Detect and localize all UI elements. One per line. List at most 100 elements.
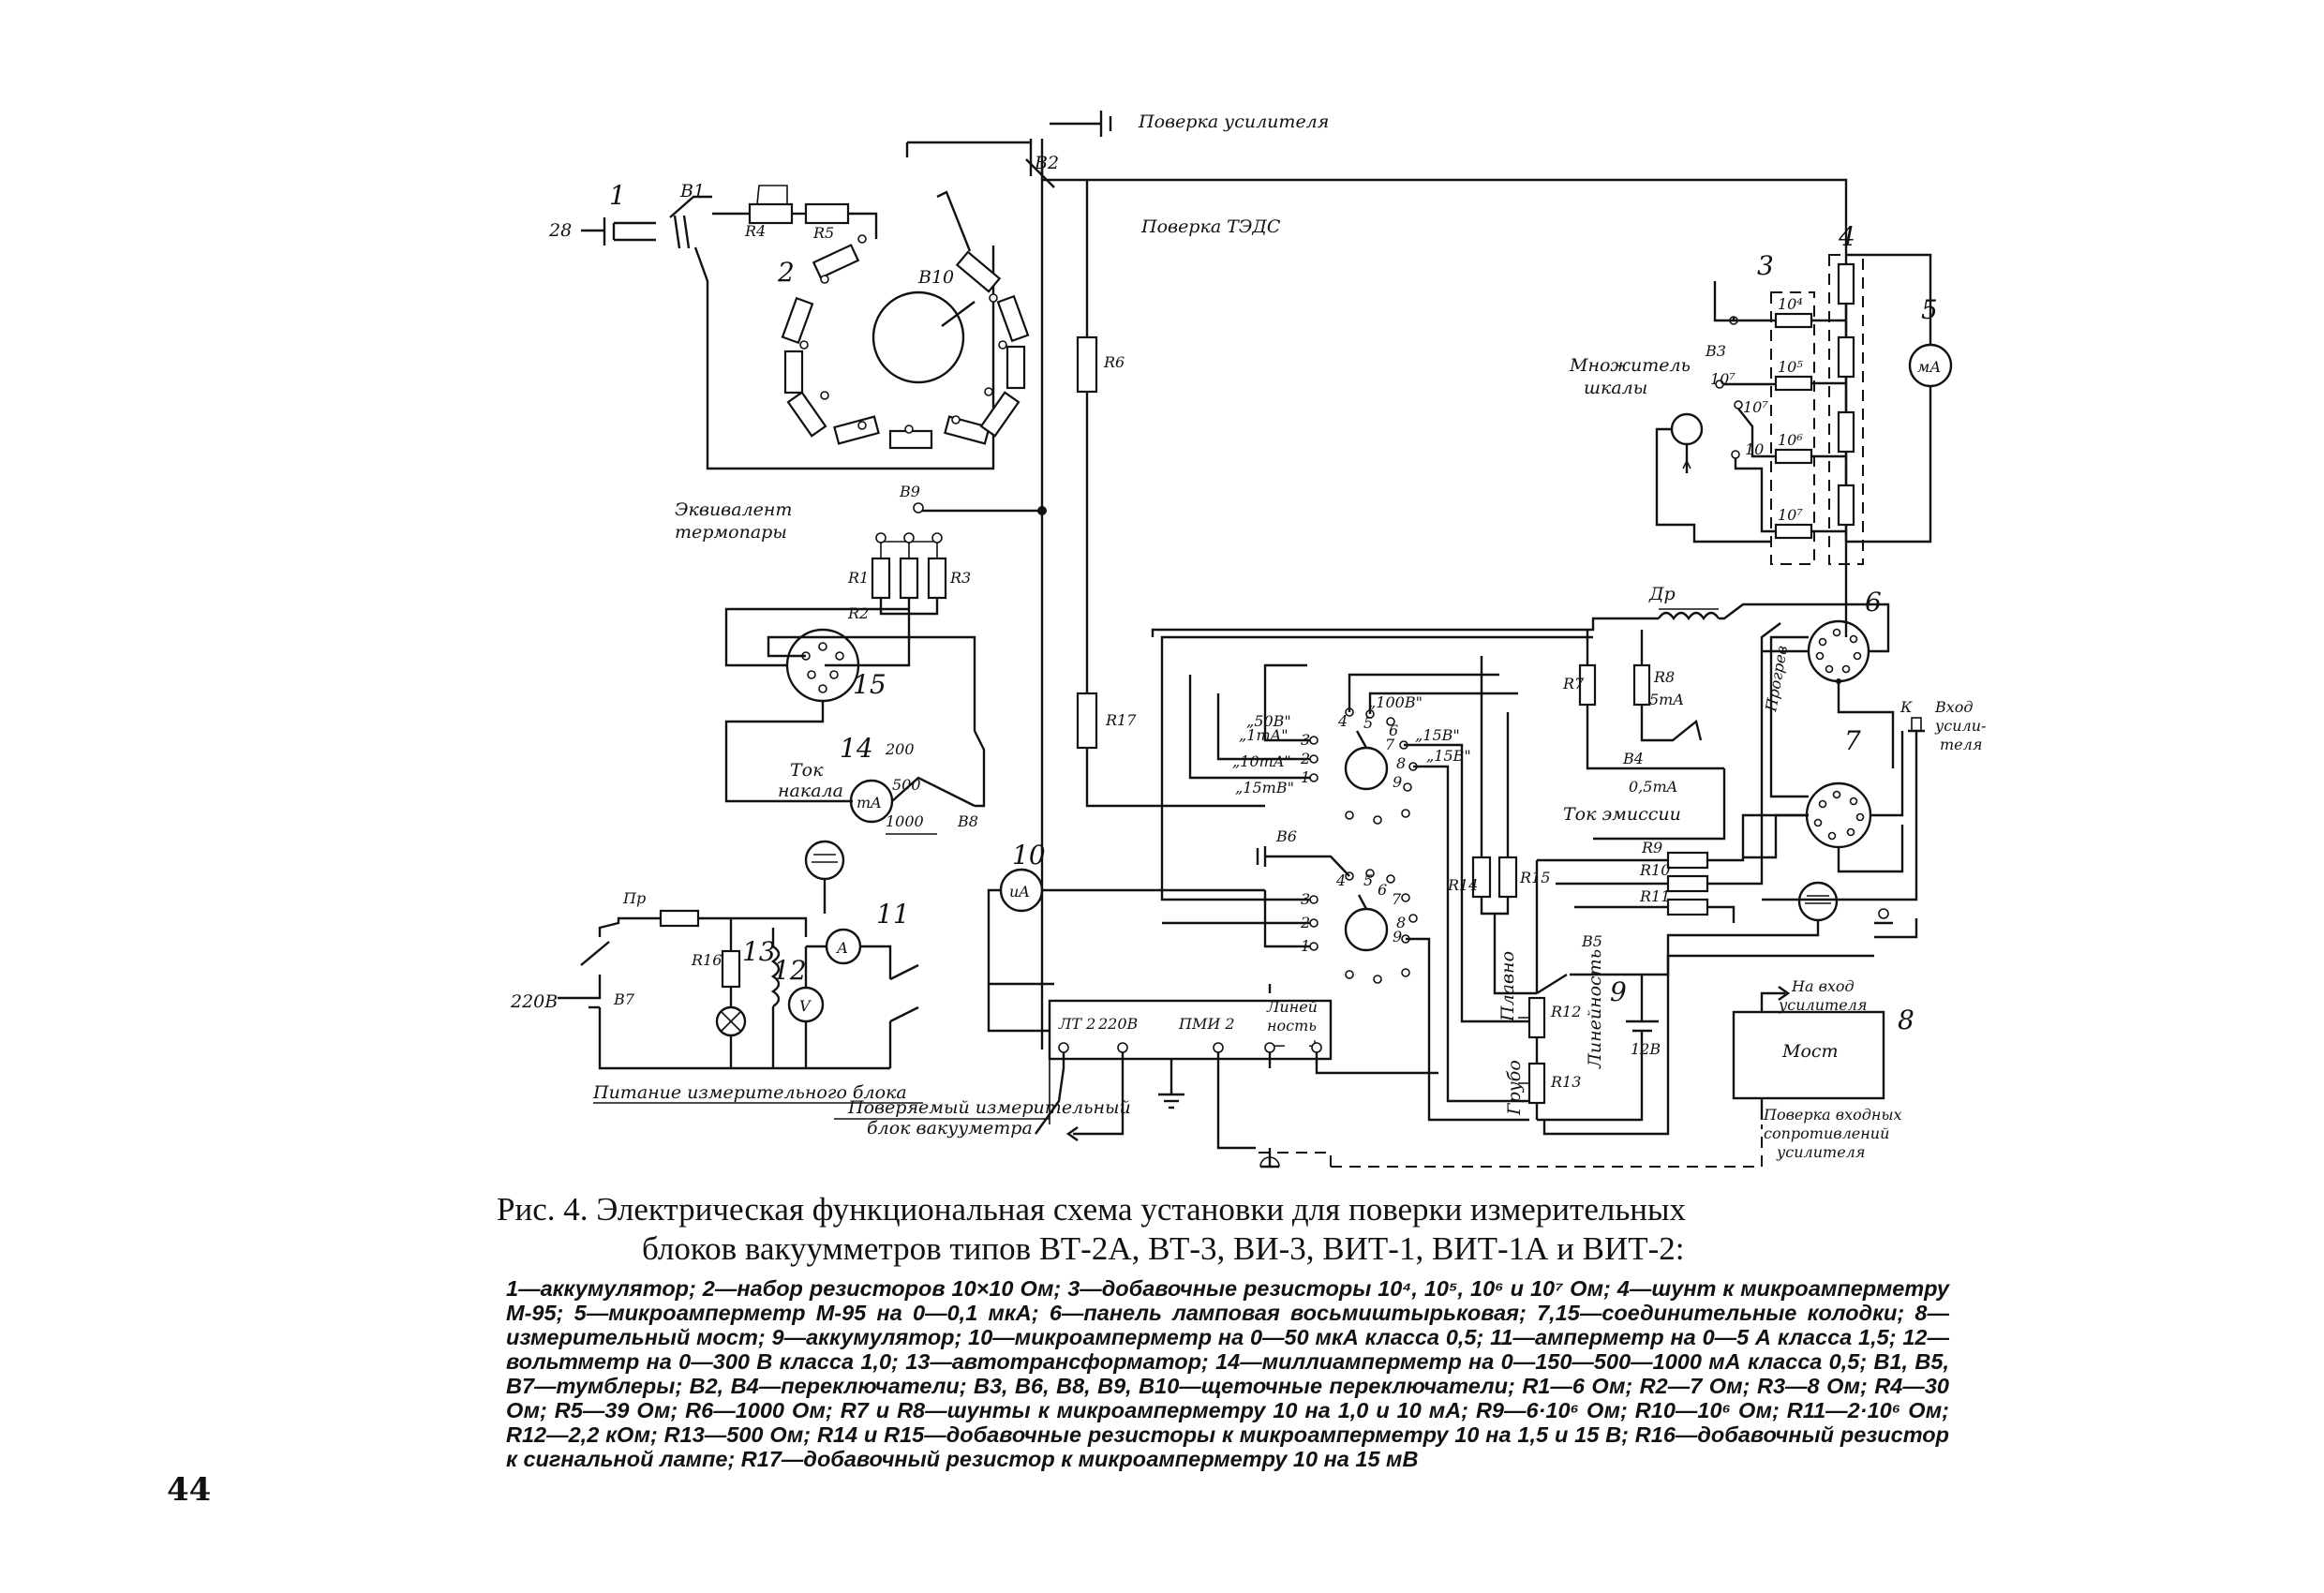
v28-label: 28 <box>548 220 572 241</box>
mult-104-label: 10⁴ <box>1778 295 1803 313</box>
r7-label: R7 <box>1562 675 1585 692</box>
emission-section: Др R7 R8 5mA В4 0,5mA Ток эмиссии Прогре… <box>1151 584 1895 841</box>
thermocouple-equivalent: Эквивалент термопары В9 R1 R3 R2 <box>675 483 1042 667</box>
resistor-r9 <box>1666 851 1709 870</box>
mult-107-label: 10⁷ <box>1778 506 1803 524</box>
ma-500-label: 500 <box>892 776 921 794</box>
r17-label: R17 <box>1105 711 1137 729</box>
resistor-r17 <box>1076 692 1098 750</box>
num-1-label: 1 <box>609 180 626 211</box>
thermo-equiv-label-2: термопары <box>675 522 787 543</box>
to-amp-input-label-2: усилителя <box>1778 996 1867 1014</box>
caption-legend: 1—аккумулятор; 2—набор резисторов 10×10 … <box>506 1276 1949 1471</box>
b3-rotor <box>1670 412 1704 446</box>
terminal-220-label: 220В <box>1097 1015 1139 1033</box>
to-amp-input-label-1: На вход <box>1791 977 1855 995</box>
check-input-res-label-2: сопротивлений <box>1764 1124 1889 1142</box>
r11-label: R11 <box>1639 887 1670 905</box>
ma-200-label: 200 <box>885 740 915 758</box>
num-3-label: 3 <box>1757 250 1774 281</box>
bridge-8: Мост 8 На вход усилителя Поверка входных… <box>1256 977 1914 1169</box>
svg-text:4: 4 <box>1335 871 1346 889</box>
num-10-label: 10 <box>1012 840 1046 871</box>
sw-100v-label: „100В" <box>1368 693 1423 711</box>
r4-05ma-label: 0,5mA <box>1629 778 1677 796</box>
r12-label: R12 <box>1550 1003 1581 1020</box>
r3-label: R3 <box>949 569 971 587</box>
resistor-r2 <box>899 557 919 600</box>
sw-15v-label: „15В" <box>1415 726 1460 744</box>
mult-sw-107b-label: 10⁷ <box>1743 398 1768 416</box>
knob-left <box>804 840 845 881</box>
ma-meter-14-symbol: mA <box>857 794 882 811</box>
scale-multiplier-label-1: Множитель <box>1569 355 1691 376</box>
num-7-label: 7 <box>1844 725 1861 756</box>
connector-7: 7 <box>1743 725 1904 873</box>
bridge-label: Мост <box>1781 1041 1839 1062</box>
sw-15mv-label: „15mВ" <box>1235 779 1294 796</box>
r10-label: R10 <box>1639 861 1670 879</box>
r9-r10-r11: R9 R10 R11 <box>1535 813 1809 993</box>
mult-105-label: 10⁵ <box>1778 358 1803 376</box>
num-6-label: 6 <box>1865 587 1882 618</box>
smooth-label: Плавно <box>1497 951 1518 1022</box>
b6-label: В6 <box>1275 827 1297 845</box>
resistor-r13 <box>1527 1062 1546 1105</box>
resistor-r3 <box>927 557 947 600</box>
resistor-r6 <box>1076 335 1098 394</box>
amp-input-label-2: усили- <box>1934 717 1986 735</box>
fuse-pr <box>659 909 700 928</box>
num-11-label: 11 <box>876 899 910 930</box>
resistor-r16 <box>721 949 741 989</box>
num-13-label: 13 <box>742 936 776 967</box>
knob-right <box>1797 881 1839 922</box>
linearity-label: Линейность <box>1585 949 1605 1069</box>
circuit-schematic: Поверка усилителя В2 1 28 В1 R4 R5 2 В10 <box>510 111 1986 1169</box>
caption-title-line-2: блоков вакуумметров типов ВТ-2А, ВТ-3, В… <box>642 1230 1685 1267</box>
power-block: 220В В7 Пр R16 13 12 V А 11 Питание изм <box>510 840 923 1104</box>
power-block-label: Питание измерительного блока <box>592 1082 907 1103</box>
resistor-r5 <box>804 202 850 225</box>
linearity-section: В5 Плавно R12 R13 Грубо Линейность 9 12В <box>1427 932 1874 1136</box>
svg-text:9: 9 <box>1393 773 1402 791</box>
check-input-res-label-3: усилителя <box>1776 1143 1865 1161</box>
k-label: К <box>1899 698 1913 716</box>
num-15-label: 15 <box>853 669 886 700</box>
checked-block-terminals: ЛТ 2 220В ПМИ 2 Линей ность − + Поверяем… <box>834 984 1438 1150</box>
coarse-label: Грубо <box>1504 1060 1525 1116</box>
svg-text:8: 8 <box>1396 754 1406 772</box>
r15-label: R15 <box>1519 869 1550 886</box>
ua-meter-5-symbol: мА <box>1917 358 1941 376</box>
amp-input-label-1: Вход <box>1934 698 1974 716</box>
b2-switch-group: Поверка усилителя В2 <box>905 111 1329 188</box>
resistor-r10 <box>1666 874 1709 893</box>
dr-label: Др <box>1648 584 1676 604</box>
bridge-box <box>1732 1010 1885 1100</box>
svg-text:6: 6 <box>1389 722 1398 739</box>
b1-label: В1 <box>679 181 705 201</box>
check-amplifier-top-label: Поверка усилителя <box>1138 112 1329 132</box>
num-9-label: 9 <box>1610 976 1627 1007</box>
battery-1-group: 1 28 В1 R4 R5 <box>548 180 995 470</box>
amp-input-label-3: теля <box>1940 736 1982 753</box>
r14-label: R14 <box>1447 876 1478 894</box>
svg-text:9: 9 <box>1393 928 1402 945</box>
v220-label: 220В <box>510 991 558 1012</box>
svg-text:7: 7 <box>1385 736 1395 753</box>
ua-meter-10-symbol: uA <box>1009 883 1030 901</box>
amplifier-input: К Вход усили- теля <box>1666 698 1986 939</box>
terminal-pmi-label: ПМИ 2 <box>1178 1015 1235 1033</box>
terminal-lin-label-2: ность <box>1267 1017 1317 1035</box>
resistor-r4 <box>748 202 794 225</box>
scale-multiplier-label-2: шкалы <box>1584 378 1647 398</box>
r2-label: R2 <box>847 604 869 622</box>
sw-50v-label: „50В" <box>1246 712 1291 730</box>
b2-label: В2 <box>1034 153 1059 173</box>
terminal-lt-label: ЛТ 2 <box>1058 1015 1095 1033</box>
range-switch-lower <box>1344 907 1389 952</box>
svg-text:5: 5 <box>1363 871 1373 889</box>
b5-label: В5 <box>1581 932 1602 950</box>
figure-caption: Рис. 4. Электрическая функциональная схе… <box>497 1190 1949 1269</box>
ma-1000-label: 1000 <box>886 812 924 830</box>
range-switch-upper <box>1344 746 1389 791</box>
